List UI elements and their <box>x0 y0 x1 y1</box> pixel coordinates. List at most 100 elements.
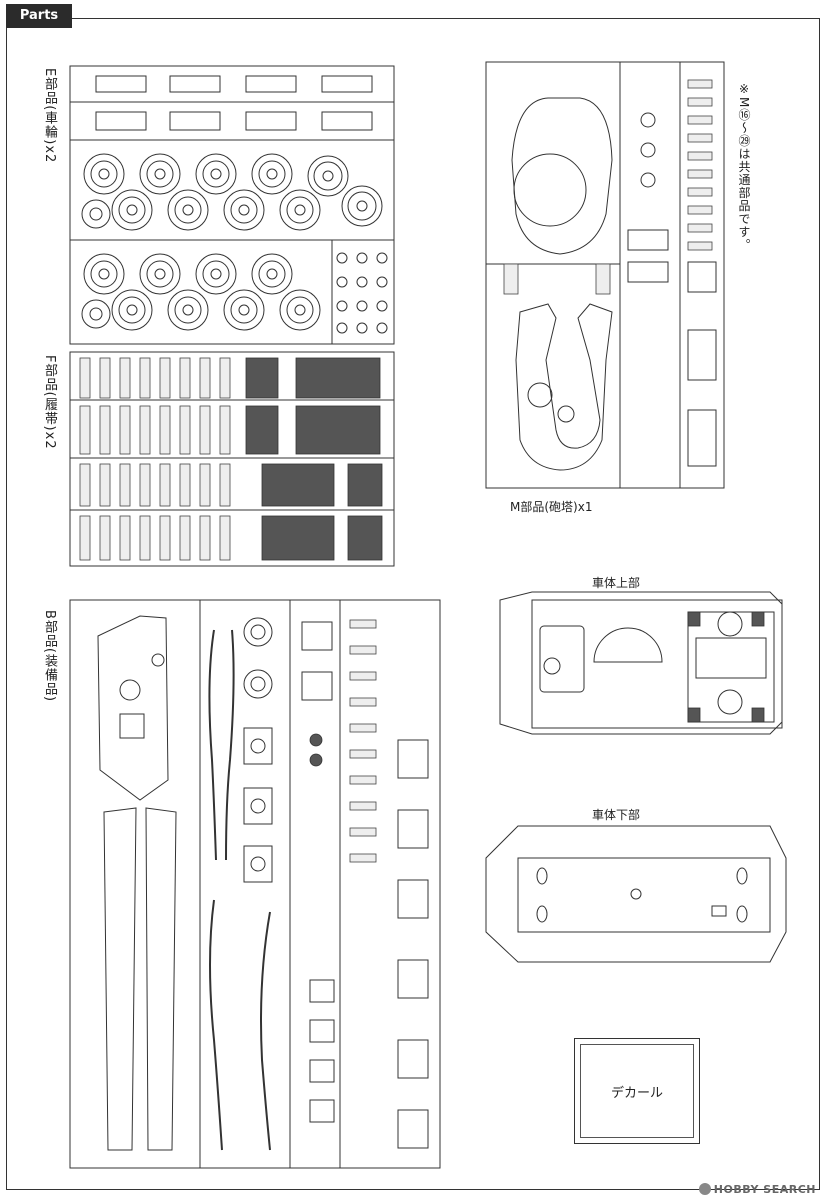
equipment-part <box>301 671 333 701</box>
turret-part <box>687 409 717 467</box>
track-link <box>179 405 191 455</box>
road-wheel <box>251 153 293 195</box>
turret-part <box>640 112 656 128</box>
small-part <box>356 322 368 334</box>
track-link <box>99 357 111 399</box>
road-wheel <box>167 289 209 331</box>
small-part <box>336 322 348 334</box>
turret-part <box>627 229 669 251</box>
equipment-part <box>349 827 377 837</box>
track-link <box>159 357 171 399</box>
track-link <box>219 405 231 455</box>
equipment-part <box>349 801 377 811</box>
sprue-b <box>69 599 441 1169</box>
turret-part <box>640 172 656 188</box>
small-part <box>336 252 348 264</box>
equipment-part <box>309 733 323 747</box>
hull-upper-label: 車体上部 <box>592 576 641 590</box>
upper-hull <box>499 591 783 735</box>
road-wheel <box>83 153 125 195</box>
track-link <box>79 463 91 507</box>
idler-wheel <box>81 199 111 329</box>
turret-part <box>687 205 713 215</box>
small-part <box>336 300 348 312</box>
turret-part <box>687 115 713 125</box>
track-link <box>219 357 231 399</box>
watermark: HOBBY SEARCH <box>698 1183 816 1196</box>
small-part <box>336 276 348 288</box>
track-link <box>139 357 151 399</box>
track-link <box>219 463 231 507</box>
equipment-part <box>349 671 377 681</box>
equipment-part <box>349 645 377 655</box>
track-link <box>99 405 111 455</box>
sprue-f <box>69 351 395 567</box>
road-wheel <box>139 153 181 195</box>
small-part <box>376 252 388 264</box>
road-wheel <box>167 189 209 231</box>
small-part <box>356 300 368 312</box>
track-link <box>99 463 111 507</box>
small-part <box>356 252 368 264</box>
equipment-part <box>243 845 273 883</box>
road-wheel <box>223 189 265 231</box>
turret-part <box>687 97 713 107</box>
equipment-part <box>349 619 377 629</box>
track-link <box>199 515 211 561</box>
track-link <box>199 357 211 399</box>
turret-part <box>687 169 713 179</box>
decal-sheet: デカール <box>574 1038 700 1144</box>
equipment-part <box>309 753 323 767</box>
turret-part <box>687 151 713 161</box>
turret-part <box>687 79 713 89</box>
track-run <box>347 515 383 561</box>
sprue-part <box>169 75 221 93</box>
sprue-b-label: B部品(装備品) <box>42 610 57 703</box>
track-link <box>159 515 171 561</box>
road-wheel <box>111 289 153 331</box>
equipment-part <box>309 1099 335 1123</box>
decal-inner: デカール <box>580 1044 694 1138</box>
track-link <box>139 463 151 507</box>
equipment-part <box>397 1109 429 1149</box>
road-wheel <box>279 289 321 331</box>
equipment-part <box>243 787 273 825</box>
track-link <box>79 357 91 399</box>
turret-part <box>687 329 717 381</box>
track-link <box>179 357 191 399</box>
equipment-part <box>397 809 429 849</box>
small-part <box>356 276 368 288</box>
watermark-text: HOBBY SEARCH <box>713 1183 816 1196</box>
sprue-part <box>245 75 297 93</box>
track-link <box>119 405 131 455</box>
track-link <box>119 357 131 399</box>
equipment-part <box>243 727 273 765</box>
track-link <box>219 515 231 561</box>
track-link <box>79 405 91 455</box>
track-link <box>179 463 191 507</box>
sprue-part <box>169 111 221 131</box>
track-link <box>179 515 191 561</box>
sprue-part <box>245 111 297 131</box>
road-wheel <box>195 153 237 195</box>
equipment-part <box>349 775 377 785</box>
small-part <box>376 322 388 334</box>
sprue-e-label: E部品(車輪)x2 <box>42 68 57 164</box>
turret-part <box>687 241 713 251</box>
track-link <box>139 405 151 455</box>
road-wheel <box>139 253 181 295</box>
small-part <box>376 300 388 312</box>
turret-part <box>687 187 713 197</box>
equipment-part <box>349 697 377 707</box>
equipment-part <box>349 853 377 863</box>
equipment-part <box>397 959 429 999</box>
decal-label: デカール <box>610 1085 663 1101</box>
turret-part <box>687 261 717 293</box>
road-wheel <box>195 253 237 295</box>
track-link <box>139 515 151 561</box>
track-run <box>245 405 279 455</box>
equipment-part <box>349 723 377 733</box>
track-run <box>245 357 279 399</box>
sprue-f-label: F部品(履帯)x2 <box>42 355 57 450</box>
